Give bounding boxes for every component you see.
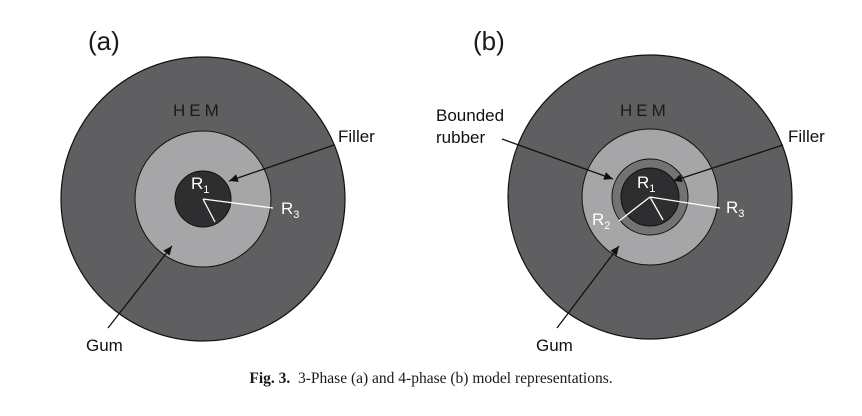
r3-label-a: R3 (281, 199, 299, 221)
gum-label-a: Gum (86, 336, 123, 355)
r1-radius-line-b (649, 196, 664, 221)
r3-radius-line-a (202, 198, 274, 209)
filler-label-b: Filler (788, 127, 825, 146)
panel-a-label: (a) (88, 26, 120, 56)
r1-radius-line-a (202, 198, 216, 223)
panel-b: (b) HEM R1 R2 R3 Filler Bounded rubber G… (436, 26, 825, 355)
panel-a: (a) HEM R1 R3 Filler Gum (60, 26, 375, 355)
caption-label: Fig. 3. (249, 370, 291, 387)
filler-label-a: Filler (338, 127, 375, 146)
r1-label-a: R1 (191, 174, 209, 196)
hem-label-a: HEM (173, 101, 223, 120)
r2-label-b: R2 (592, 210, 610, 232)
bounded-rubber-label-b: Bounded rubber (436, 106, 509, 147)
gum-arrow-a (107, 245, 173, 329)
gum-label-b: Gum (536, 336, 573, 355)
figure-caption: Fig. 3. 3-Phase (a) and 4-phase (b) mode… (0, 370, 862, 388)
hem-label-b: HEM (620, 101, 670, 120)
r1-label-b: R1 (637, 173, 655, 195)
filler-arrow-b (672, 144, 784, 183)
bounded-rubber-arrow-b (501, 138, 614, 180)
r3-label-b: R3 (726, 198, 744, 220)
caption-text: 3-Phase (a) and 4-phase (b) model repres… (298, 370, 613, 387)
r3-radius-line-b (649, 196, 721, 209)
r2-radius-line-b (618, 196, 651, 222)
panel-b-label: (b) (473, 26, 505, 56)
gum-arrow-b (556, 245, 620, 329)
filler-arrow-a (228, 144, 335, 182)
